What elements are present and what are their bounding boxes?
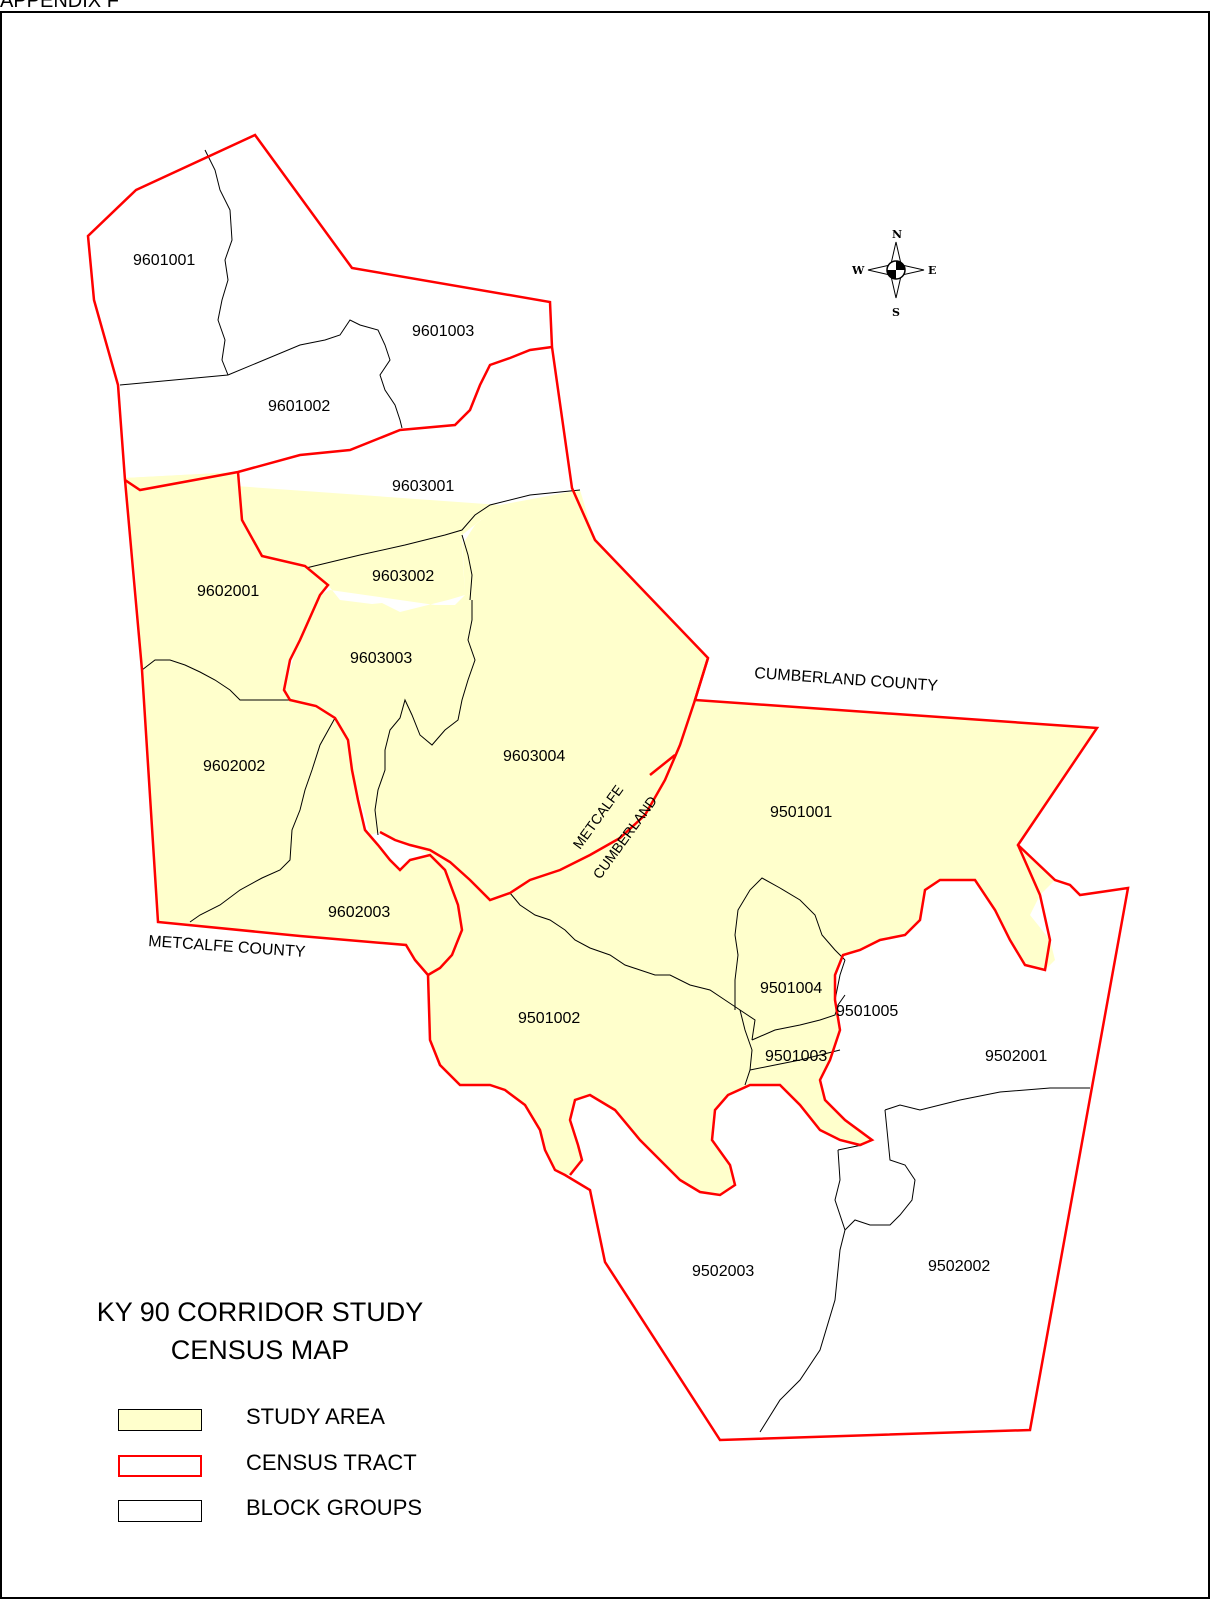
label-9602003: 9602003 — [328, 904, 390, 921]
legend-swatch-census-tract — [118, 1455, 202, 1477]
label-9501001: 9501001 — [770, 804, 832, 821]
label-9501002: 9501002 — [518, 1010, 580, 1027]
block-group-lines — [119, 149, 1090, 1433]
label-9603004: 9603004 — [503, 748, 565, 765]
label-9502003: 9502003 — [692, 1263, 754, 1280]
label-9501003: 9501003 — [765, 1048, 827, 1065]
label-9501004: 9501004 — [760, 980, 822, 997]
label-9602002: 9602002 — [203, 758, 265, 775]
legend-label-block-groups: BLOCK GROUPS — [246, 1495, 423, 1520]
legend-swatch-block-groups — [118, 1500, 202, 1522]
legend-swatch-study-area — [118, 1409, 202, 1431]
compass-s: S — [892, 306, 900, 319]
frame-border — [0, 11, 1210, 1599]
label-cumberland-county: CUMBERLAND COUNTY — [754, 665, 939, 695]
label-9502001: 9502001 — [985, 1048, 1047, 1065]
map-title-line1: KY 90 CORRIDOR STUDY — [96, 1297, 424, 1327]
header-fragment: APPENDIX F — [0, 0, 119, 12]
label-9603001: 9603001 — [392, 478, 454, 495]
compass-rose-icon: N S E W — [851, 228, 936, 319]
legend-label-study-area: STUDY AREA — [246, 1404, 385, 1429]
label-9502002: 9502002 — [928, 1258, 990, 1275]
label-9601001: 9601001 — [133, 252, 195, 269]
label-metcalfe-county: METCALFE COUNTY — [148, 933, 306, 961]
label-9501005: 9501005 — [836, 1003, 898, 1020]
label-9603003: 9603003 — [350, 650, 412, 667]
compass-e: E — [928, 264, 936, 277]
legend-label-census-tract: CENSUS TRACT — [246, 1450, 417, 1475]
label-9601002: 9601002 — [268, 398, 330, 415]
label-9602001: 9602001 — [197, 583, 259, 600]
study-area-west — [124, 472, 462, 975]
census-tract-lines — [86, 133, 1130, 1442]
label-9603002: 9603002 — [372, 568, 434, 585]
compass-n: N — [892, 228, 902, 241]
study-area — [124, 472, 1097, 1195]
map-title-line2: CENSUS MAP — [170, 1335, 350, 1365]
label-9601003: 9601003 — [412, 323, 474, 340]
compass-w: W — [851, 264, 865, 277]
